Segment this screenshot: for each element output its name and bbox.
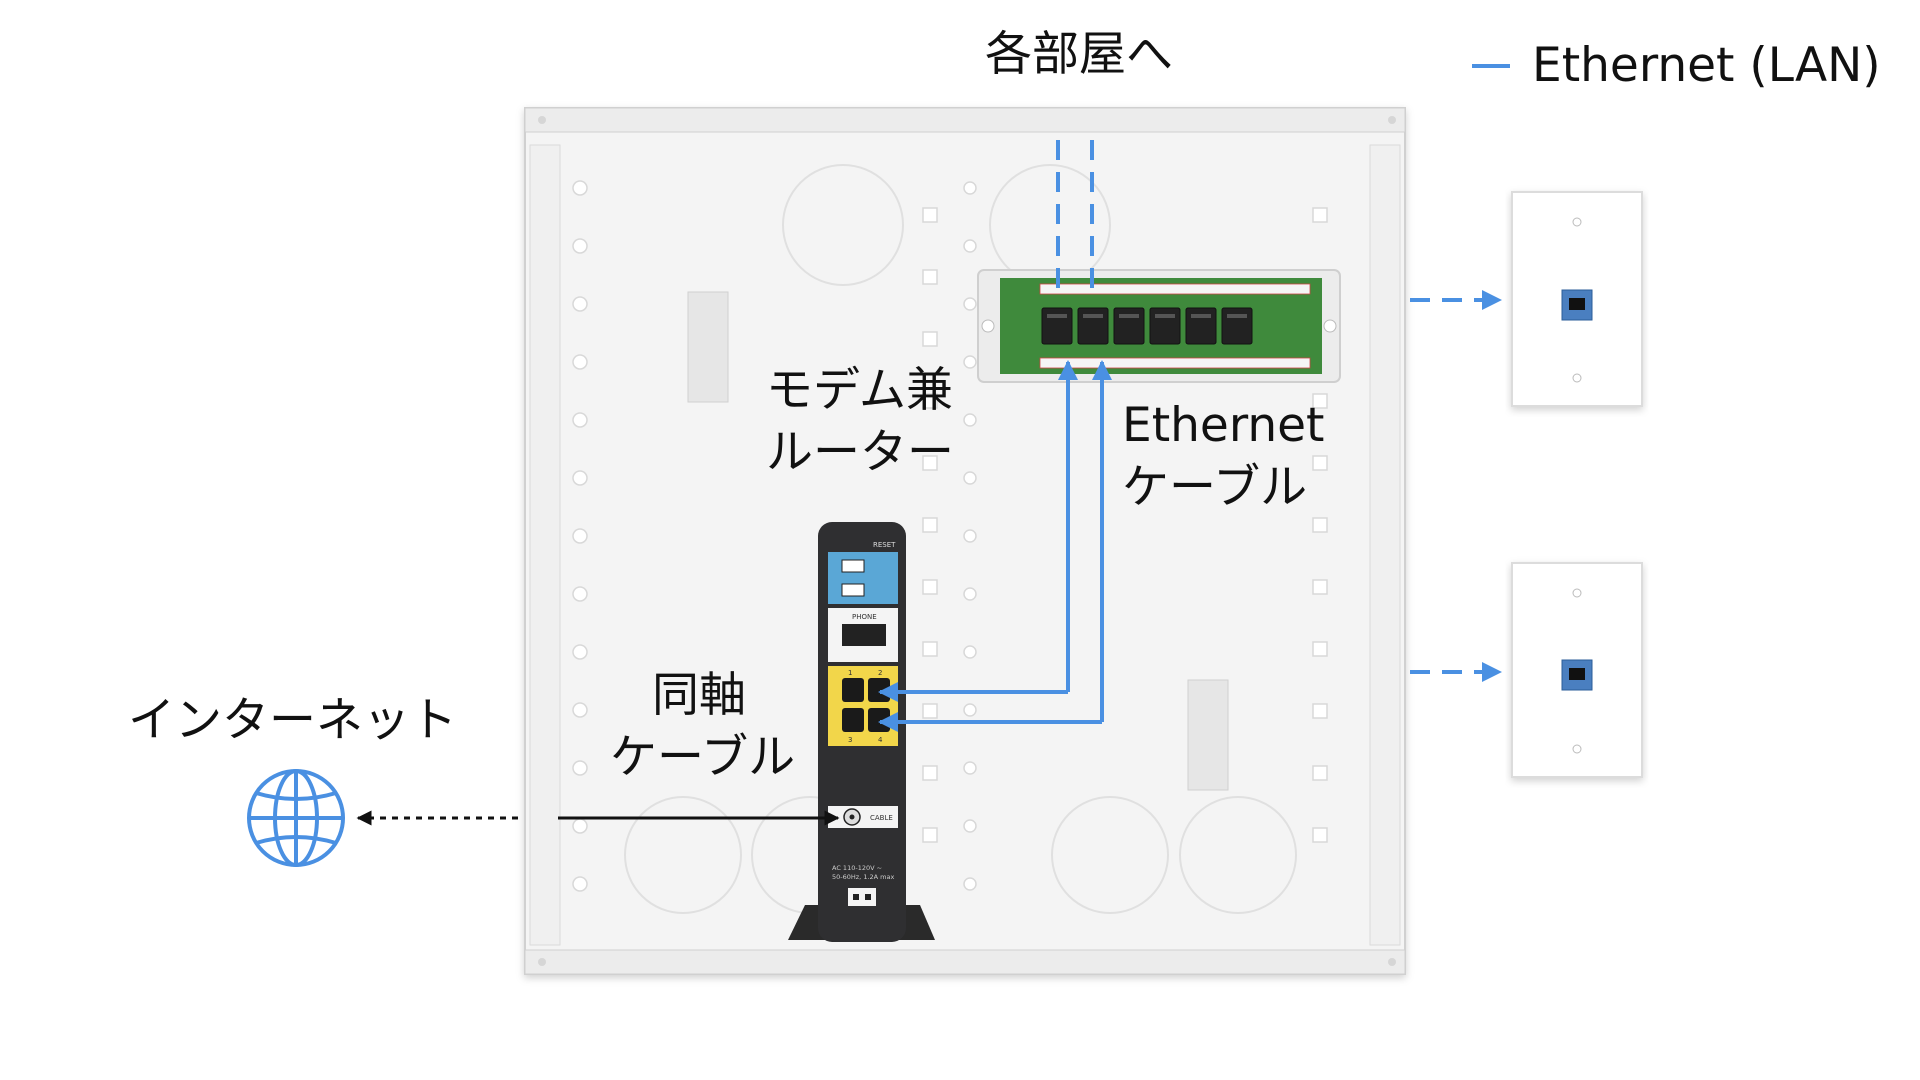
ethernet-cables (878, 360, 1112, 732)
wall-jack-icon (1511, 562, 1643, 778)
wiring-panel (524, 107, 1406, 975)
ethernet-cable-label-line-1: Ethernet (1122, 398, 1325, 453)
modem-router-label-line-1: モデム兼 (766, 363, 954, 418)
modem-router-label: モデム兼 ルーター (766, 360, 954, 484)
ethernet-cable-label: Ethernet ケーブル (1122, 395, 1324, 519)
modem-port-numbers: 1 2 3 4 (848, 669, 883, 744)
ethernet-cable-label-line-2: ケーブル (1122, 460, 1308, 516)
modem-router-label-line-2: ルーター (766, 425, 954, 481)
modem-port-3: 3 (848, 736, 852, 744)
legend-swatch (1472, 63, 1510, 68)
modem-port-1: 1 (848, 669, 852, 677)
modem-phone-label: PHONE (852, 613, 877, 621)
wall-jack-icon (1511, 191, 1643, 407)
legend: Ethernet (LAN) (1472, 38, 1881, 93)
modem-power-line-1: AC 110-120V ~ (832, 864, 882, 872)
coax-cable-label-line-1: 同軸 (652, 668, 746, 723)
room-runs (1056, 140, 1502, 682)
coax-cable-label-line-2: ケーブル (610, 730, 796, 786)
modem-power-line-2: 50-60Hz, 1.2A max (832, 873, 894, 881)
globe-icon (247, 769, 345, 867)
modem-port-2: 2 (878, 669, 882, 677)
legend-text: Ethernet (LAN) (1532, 38, 1881, 93)
modem-reset-label: RESET (873, 541, 896, 549)
modem-port-4: 4 (878, 736, 883, 744)
internet-label: インターネット (128, 693, 457, 748)
to-rooms-label: 各部屋へ (985, 27, 1173, 82)
modem-cable-label: CABLE (870, 814, 893, 822)
ethernet-patch-board (977, 269, 1341, 383)
coax-cable-label: 同軸 ケーブル (610, 665, 795, 789)
